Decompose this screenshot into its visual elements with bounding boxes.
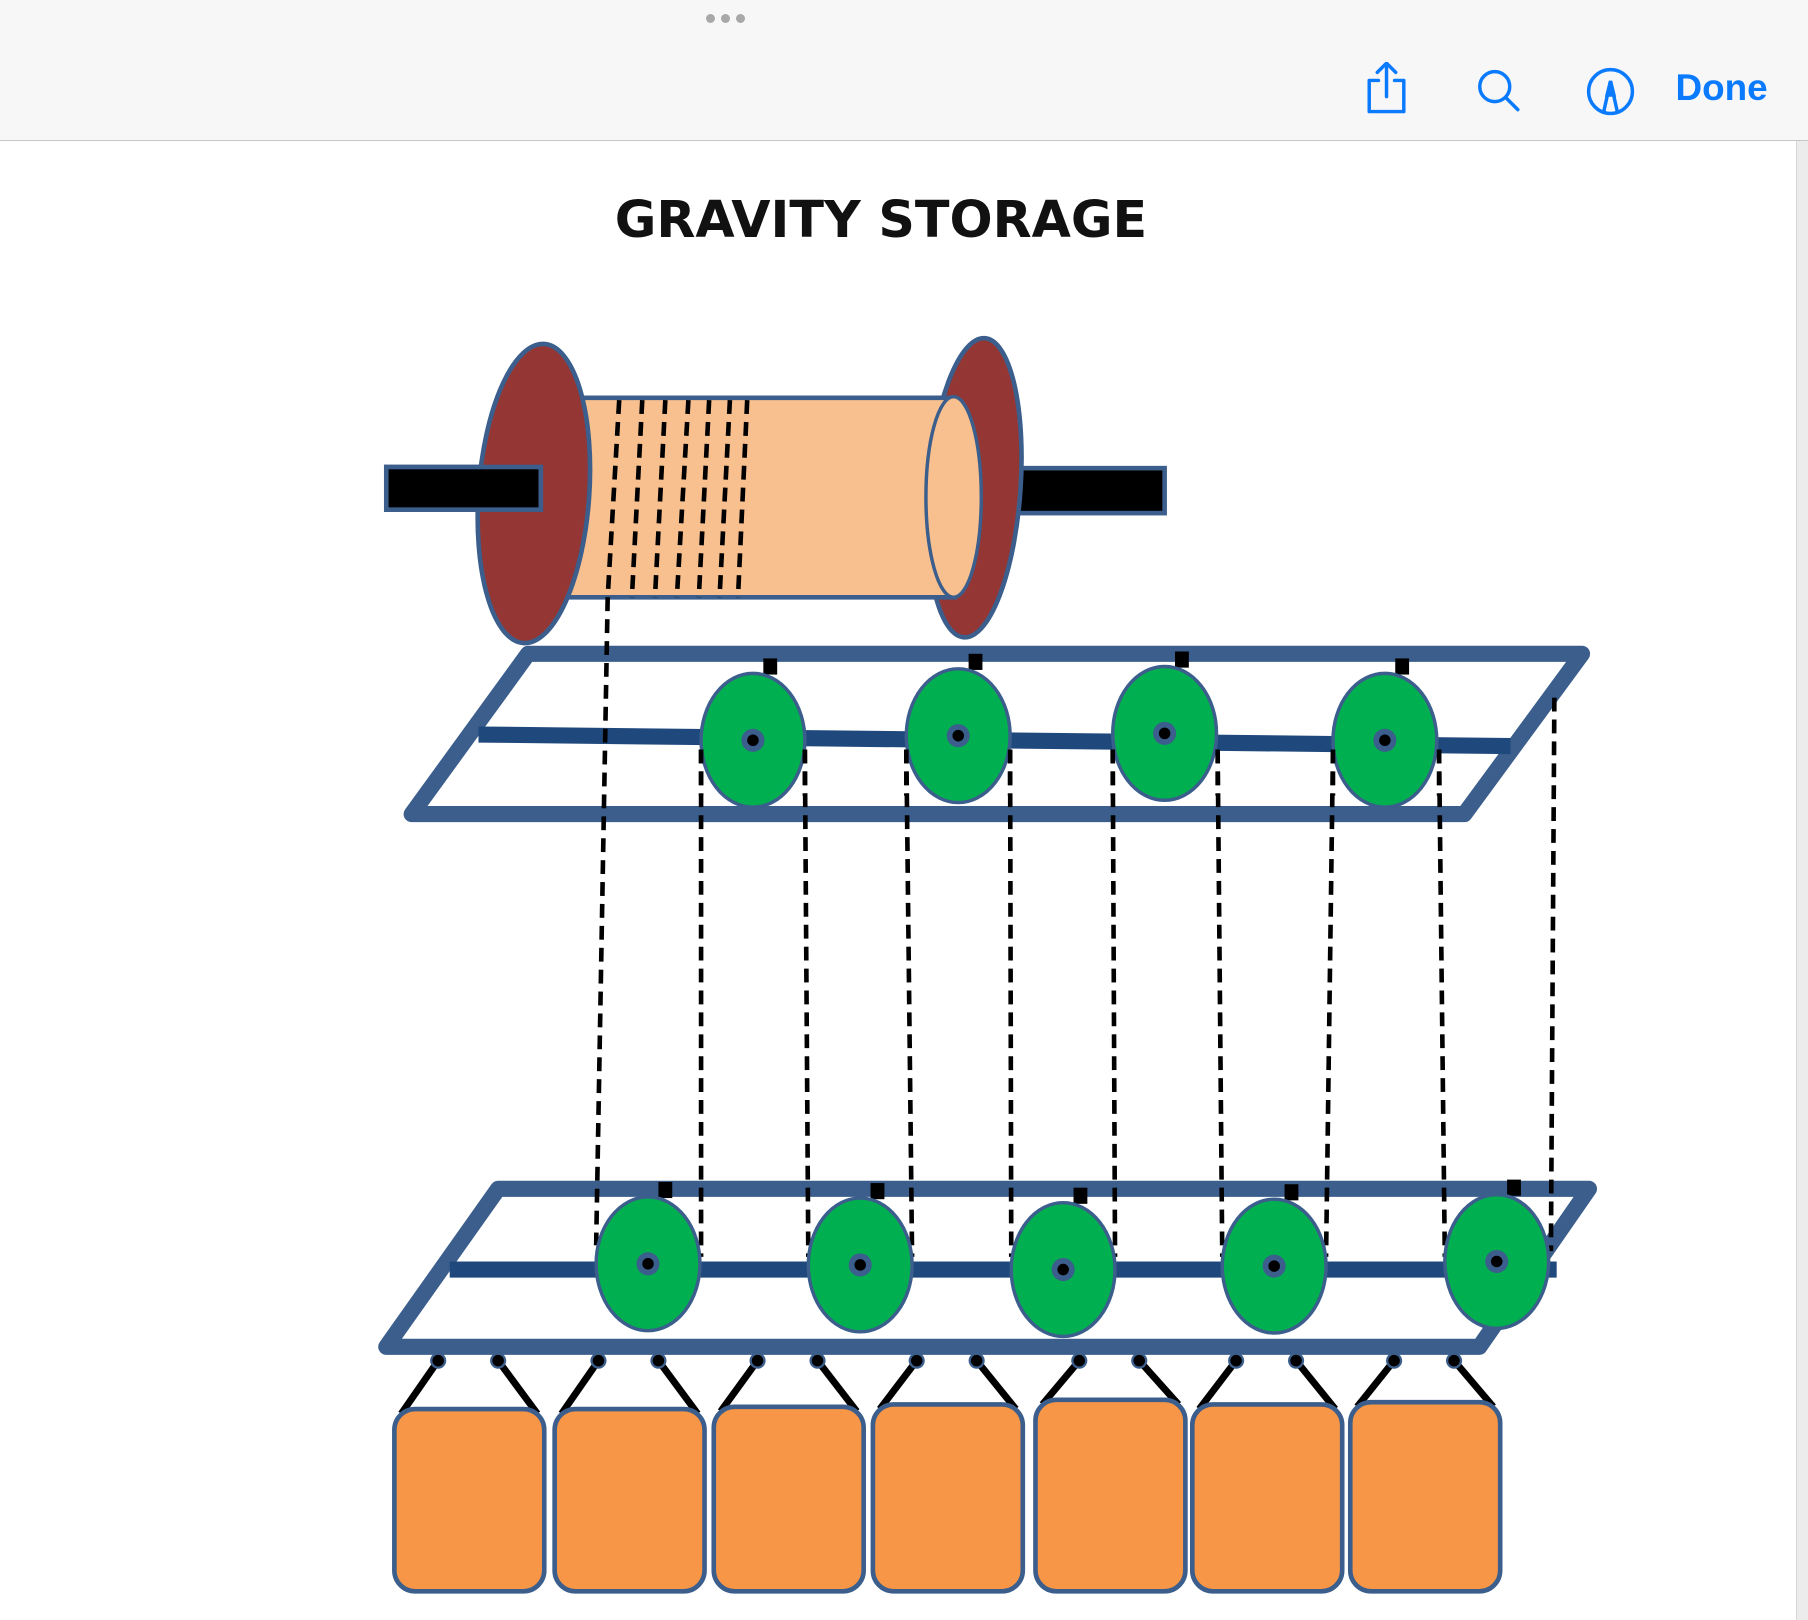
rope-wrap	[629, 400, 645, 598]
pulley-tab	[658, 1181, 673, 1199]
pulley-axle	[1490, 1255, 1503, 1268]
hanger-ring	[749, 1352, 766, 1369]
pulley-tab	[1174, 651, 1189, 668]
document-title: GRAVITY STORAGE	[614, 190, 1148, 250]
right-shaft	[1010, 465, 1167, 516]
rope	[802, 749, 811, 1257]
hanger-ring	[809, 1352, 826, 1369]
pulley-axle	[1057, 1263, 1069, 1276]
search-button[interactable]	[1474, 67, 1527, 120]
pulley-tab	[1395, 658, 1410, 675]
hanger-strap	[1136, 1358, 1182, 1407]
scrollbar[interactable]	[1795, 140, 1808, 1620]
hanger-ring	[1228, 1352, 1245, 1369]
weight-block	[1347, 1399, 1503, 1594]
rope-wrap	[696, 400, 712, 598]
weight-block	[711, 1404, 866, 1594]
pulley-tab	[968, 653, 983, 670]
upper-frame	[403, 645, 1591, 823]
hanger-ring	[908, 1352, 925, 1369]
rope	[904, 749, 915, 1257]
lower-frame	[378, 1180, 1598, 1355]
share-button[interactable]	[1360, 61, 1413, 115]
pulley-tab	[763, 658, 778, 675]
hanger-strap	[973, 1358, 1019, 1412]
weight-block	[392, 1406, 547, 1594]
rope-wrap	[717, 400, 733, 598]
rope	[593, 597, 610, 1246]
hanger-ring	[650, 1352, 667, 1369]
rope	[1436, 749, 1448, 1257]
rope-wrap	[605, 399, 622, 598]
rope	[1110, 749, 1118, 1257]
hanger-strap	[655, 1358, 701, 1416]
pulley-tab	[1073, 1187, 1088, 1204]
weight-block	[870, 1402, 1026, 1594]
hanger-ring	[1386, 1352, 1403, 1369]
rope	[1323, 749, 1336, 1257]
rope	[1215, 749, 1225, 1257]
pulley-axle	[1268, 1260, 1280, 1272]
pulley-tab	[1507, 1179, 1521, 1196]
hanger-strap	[877, 1358, 920, 1412]
left-shaft-front	[383, 464, 544, 512]
done-button[interactable]: Done	[1675, 66, 1768, 108]
viewer-toolbar: Done	[0, 0, 1808, 141]
hanger-strap	[1451, 1358, 1496, 1410]
hanger-ring	[430, 1352, 447, 1369]
rope	[1548, 697, 1557, 1252]
hanger-strap	[398, 1358, 442, 1416]
hanger-ring	[1288, 1352, 1305, 1369]
pulley-axle	[642, 1258, 654, 1270]
weight-block	[1033, 1397, 1188, 1594]
pulley-tab	[870, 1183, 885, 1200]
hanger-strap	[814, 1358, 860, 1414]
pulley-axle	[854, 1259, 866, 1271]
rope	[1007, 749, 1014, 1257]
hanger-strap	[495, 1358, 541, 1416]
pulley-tab	[1284, 1184, 1299, 1201]
rope-wrap	[652, 400, 668, 598]
hanger-ring	[968, 1352, 985, 1369]
share-icon	[1366, 61, 1406, 114]
hanger-strap	[1354, 1358, 1397, 1409]
hanger-strap	[1039, 1358, 1082, 1407]
pulley-axle	[747, 734, 759, 747]
markup-button[interactable]	[1584, 65, 1637, 118]
weight-block	[1189, 1402, 1345, 1594]
magnifying-glass-icon	[1477, 69, 1520, 112]
pulley-axle	[1379, 734, 1391, 747]
drum-end	[924, 394, 984, 600]
markup-pen-icon	[1587, 67, 1635, 115]
pulley-axle	[952, 729, 964, 742]
drum	[556, 395, 958, 600]
grabber-handle[interactable]	[705, 13, 745, 24]
hanger-strap	[1196, 1358, 1239, 1412]
hanger-strap	[1293, 1358, 1338, 1412]
weight-block	[552, 1406, 707, 1594]
rope-wrap	[735, 400, 750, 598]
hanger-strap	[717, 1358, 761, 1414]
pulley-axle	[1158, 727, 1171, 740]
hanger-ring	[1131, 1352, 1148, 1369]
hanger-ring	[1071, 1352, 1088, 1369]
hanger-ring	[490, 1352, 507, 1369]
hanger-strap	[558, 1358, 602, 1416]
hanger-ring	[1445, 1352, 1463, 1369]
hanger-ring	[590, 1352, 607, 1369]
rope-wrap	[674, 399, 691, 598]
